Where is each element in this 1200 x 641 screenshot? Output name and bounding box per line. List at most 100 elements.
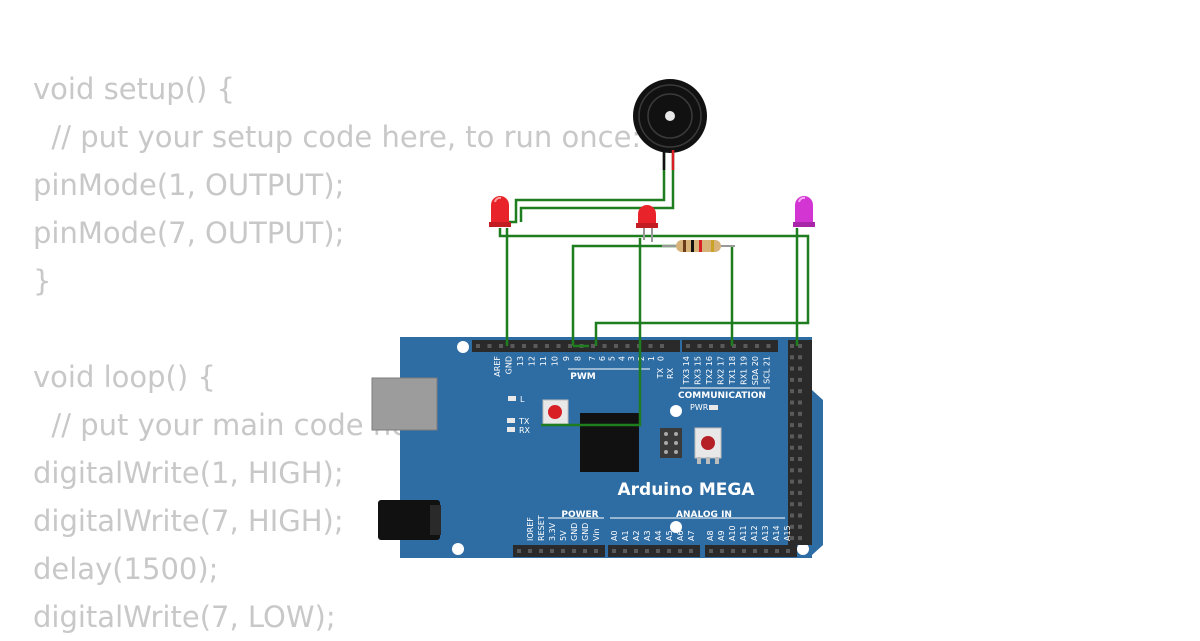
dc-power-jack xyxy=(378,500,440,540)
pin-label: 11 xyxy=(539,356,548,366)
resistor-band-4 xyxy=(711,240,714,252)
header-hole xyxy=(786,549,790,553)
wire-pin-to-resistor[interactable] xyxy=(571,244,676,346)
analog-header-left[interactable] xyxy=(608,545,700,557)
pin-label: 13 xyxy=(516,356,525,366)
comm-header[interactable] xyxy=(682,340,778,352)
header-hole xyxy=(755,344,759,348)
tx-led xyxy=(507,418,515,423)
header-hole xyxy=(790,524,794,529)
buzzer-ring-inner xyxy=(647,93,693,139)
header-hole xyxy=(487,344,492,348)
pin-label: 8 xyxy=(574,356,583,361)
header-hole xyxy=(790,400,794,405)
mounting-hole xyxy=(670,405,682,417)
pin-label: A14 xyxy=(772,525,781,541)
header-hole xyxy=(790,411,794,416)
header-holes xyxy=(476,344,802,553)
header-hole xyxy=(612,549,616,553)
header-hole xyxy=(517,549,521,553)
pwr-led xyxy=(709,405,718,410)
led-body xyxy=(491,196,509,224)
header-hole xyxy=(790,445,794,450)
buzzer-ring xyxy=(638,84,702,148)
reset-button-left[interactable] xyxy=(542,399,569,425)
digital-header-mid[interactable] xyxy=(584,340,680,352)
wire-led2-to-board[interactable] xyxy=(541,238,642,427)
wire-led-gnd-bus[interactable] xyxy=(498,228,810,346)
pin-label: 3 xyxy=(627,356,636,361)
pin-label: AREF xyxy=(493,356,502,377)
side-header[interactable] xyxy=(788,340,812,545)
header-hole xyxy=(689,549,693,553)
pin-label: GND xyxy=(505,356,514,374)
header-hole xyxy=(648,344,653,348)
header-hole xyxy=(720,344,725,348)
header-hole xyxy=(798,377,802,382)
code-line: pinMode(1, OUTPUT); xyxy=(33,168,345,202)
header-hole xyxy=(798,524,802,529)
code-line: delay(1500); xyxy=(33,552,219,586)
power-label: POWER xyxy=(561,510,598,520)
pin-label: RX1 19 xyxy=(740,356,749,385)
header-hole xyxy=(510,344,515,348)
header-hole xyxy=(764,549,768,553)
pin-label: 2 xyxy=(637,356,646,361)
code-line: // put your setup code here, to run once… xyxy=(33,120,642,154)
header-hole xyxy=(732,344,736,348)
header-hole xyxy=(539,549,543,553)
reset-button-right[interactable] xyxy=(694,427,722,464)
pin-label: A9 xyxy=(717,530,726,541)
header-hole xyxy=(798,513,802,518)
pin-label: A6 xyxy=(676,530,685,541)
l-led-label: L xyxy=(520,395,525,404)
piezo-buzzer[interactable] xyxy=(633,79,707,170)
analog-header-right[interactable] xyxy=(705,545,797,557)
pin-label: A2 xyxy=(632,530,641,541)
header-hole xyxy=(709,549,713,553)
header-hole xyxy=(753,549,757,553)
microcontroller-chip xyxy=(580,413,639,472)
power-header[interactable] xyxy=(513,545,605,557)
header-hole xyxy=(528,549,532,553)
code-line: digitalWrite(7, HIGH); xyxy=(33,504,344,538)
led-body xyxy=(638,205,656,224)
pwm-label: PWM xyxy=(570,372,596,382)
pin-label: A8 xyxy=(706,530,715,541)
mounting-hole xyxy=(797,543,809,555)
rx-led xyxy=(507,427,515,432)
header-hole xyxy=(798,468,802,473)
header-hole xyxy=(790,502,794,507)
header-hole xyxy=(476,344,480,348)
pin-label: A12 xyxy=(750,525,759,541)
led-red-2[interactable] xyxy=(636,205,658,242)
pin-label: SDA 20 xyxy=(751,356,760,385)
header-hole xyxy=(533,344,538,348)
header-hole xyxy=(545,344,549,348)
header-hole xyxy=(572,549,576,553)
pin-label: A11 xyxy=(739,525,748,541)
header-hole xyxy=(798,389,802,394)
pin-label: RESET xyxy=(537,515,546,541)
header-hole xyxy=(798,536,802,541)
pin-label: RX xyxy=(666,367,675,379)
header-hole xyxy=(790,513,794,518)
led-highlight xyxy=(798,196,806,203)
wire-buzzer-to-led1[interactable] xyxy=(508,152,666,224)
led-purple[interactable] xyxy=(793,196,815,227)
resistor-band-1 xyxy=(683,240,686,252)
header-hole xyxy=(743,344,748,348)
header-hole xyxy=(790,457,794,461)
header-hole xyxy=(790,490,794,495)
led-red-1[interactable] xyxy=(489,196,511,227)
resistor[interactable] xyxy=(662,240,735,252)
communication-label: COMMUNICATION xyxy=(678,391,766,401)
header-hole xyxy=(660,344,664,348)
wire-buzzer-return[interactable] xyxy=(519,152,675,222)
pin-label: A10 xyxy=(728,525,737,541)
code-line: digitalWrite(7, LOW); xyxy=(33,600,336,634)
pin-label: TX xyxy=(656,367,665,379)
header-hole xyxy=(634,549,638,553)
